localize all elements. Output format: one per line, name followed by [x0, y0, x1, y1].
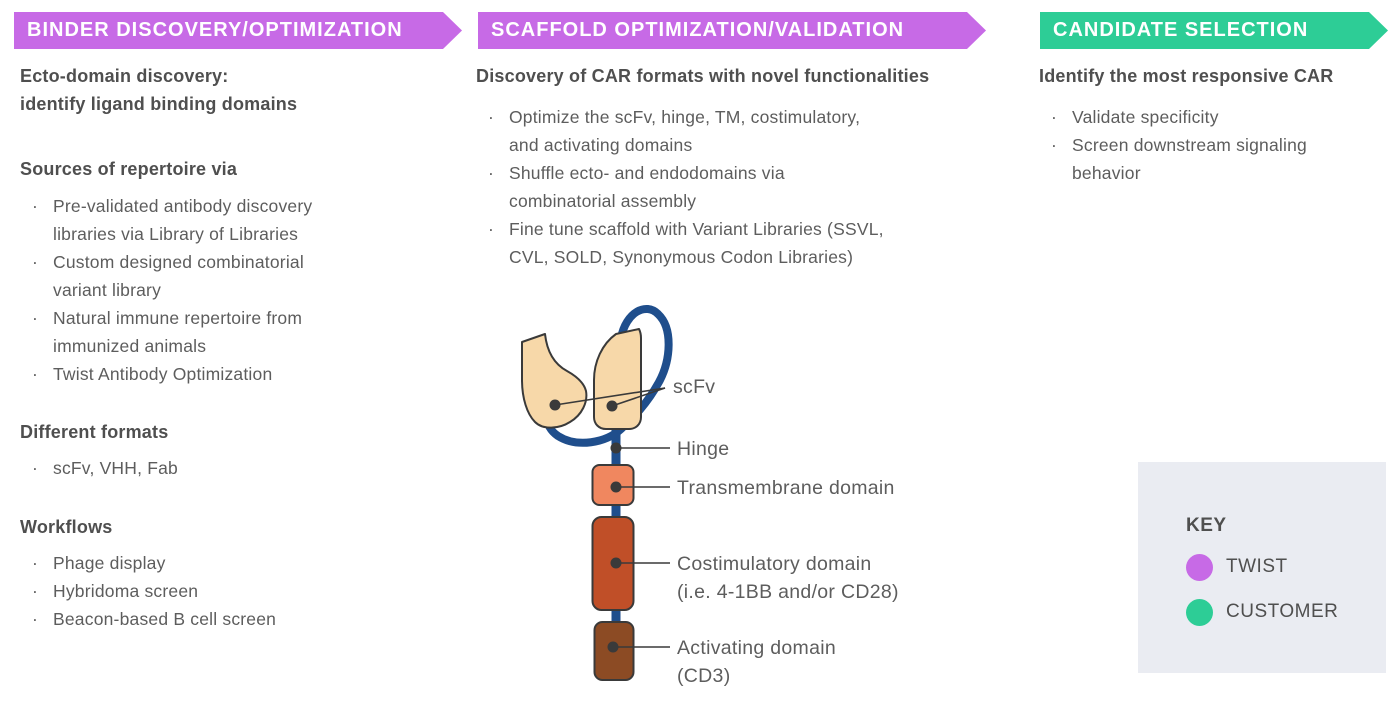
- bullet-text: Fine tune scaffold with Variant Librarie…: [509, 219, 884, 267]
- column-candidate-selection: Identify the most responsive CAR · Valida…: [1039, 62, 1389, 187]
- scfv-right-domain: [593, 328, 642, 430]
- legend-row-twist: TWIST: [1186, 553, 1386, 581]
- list-item: · Twist Antibody Optimization: [32, 360, 390, 388]
- bullet-icon: ·: [32, 364, 39, 384]
- list-item: · Shuffle ecto- and endodomains via combi…: [488, 159, 986, 215]
- legend-label: TWIST: [1226, 556, 1288, 577]
- transmembrane-label: Transmembrane domain: [677, 477, 895, 499]
- list-item: · Natural immune repertoire from immunize…: [32, 304, 390, 360]
- ecto-domain-heading: Ecto-domain discovery: identify ligand b…: [20, 66, 298, 114]
- bullet-icon: ·: [488, 219, 495, 239]
- bullet-text: Shuffle ecto- and endodomains via combin…: [509, 163, 785, 211]
- list-item: · Fine tune scaffold with Variant Librari…: [488, 215, 986, 271]
- bullet-icon: ·: [1051, 135, 1058, 155]
- scfv-left-domain: [521, 333, 588, 429]
- car-formats-heading: Discovery of CAR formats with novel func…: [476, 66, 930, 86]
- bullet-icon: ·: [1051, 107, 1058, 127]
- column-binder-discovery: Ecto-domain discovery: identify ligand b…: [20, 62, 390, 633]
- car-structure-diagram: scFv Hinge Transmembrane domain Costimul…: [521, 305, 899, 687]
- bullet-text: Natural immune repertoire from immunized…: [53, 308, 303, 356]
- list-item: · scFv, VHH, Fab: [32, 454, 390, 482]
- car-formats-bullet-list: · Optimize the scFv, hinge, TM, costimula…: [476, 103, 986, 271]
- sources-heading: Sources of repertoire via: [20, 159, 238, 179]
- bullet-icon: ·: [488, 163, 495, 183]
- transmembrane-anchor-dot: [610, 481, 622, 493]
- bullet-text: Optimize the scFv, hinge, TM, costimulat…: [509, 107, 861, 155]
- list-item: · Phage display: [32, 549, 390, 577]
- phase-banner-scaffold-optimization: SCAFFOLD OPTIMIZATION/VALIDATION: [478, 12, 986, 49]
- workflows-bullet-list: · Phage display · Hybridoma screen · Beacon…: [20, 549, 390, 633]
- bullet-text: Phage display: [53, 553, 166, 573]
- hinge-anchor-dot: [610, 442, 622, 454]
- phase-banner-binder-discovery: BINDER DISCOVERY/OPTIMIZATION: [14, 12, 462, 49]
- bullet-icon: ·: [32, 609, 39, 629]
- scfv-linker-loop: [543, 305, 673, 447]
- workflows-heading: Workflows: [20, 517, 113, 537]
- list-item: · Optimize the scFv, hinge, TM, costimula…: [488, 103, 986, 159]
- legend-label: CUSTOMER: [1226, 601, 1339, 622]
- bullet-text: scFv, VHH, Fab: [53, 458, 178, 478]
- candidate-bullet-list: · Validate specificity · Screen downstream…: [1039, 103, 1389, 187]
- list-item: · Pre-validated antibody discovery librar…: [32, 192, 390, 248]
- bullet-text: Twist Antibody Optimization: [53, 364, 273, 384]
- scfv-anchor-dot: [606, 400, 618, 412]
- formats-heading: Different formats: [20, 422, 169, 442]
- list-item: · Hybridoma screen: [32, 577, 390, 605]
- bullet-icon: ·: [32, 458, 39, 478]
- bullet-text: Screen downstream signaling behavior: [1072, 135, 1307, 183]
- costimulatory-label-line1: Costimulatory domain: [677, 553, 872, 575]
- formats-bullet-list: · scFv, VHH, Fab: [20, 454, 390, 482]
- bullet-text: Pre-validated antibody discovery librari…: [53, 196, 313, 244]
- bullet-text: Beacon-based B cell screen: [53, 609, 277, 629]
- activating-anchor-dot: [607, 641, 619, 653]
- phase-banner-candidate-selection: CANDIDATE SELECTION: [1040, 12, 1388, 49]
- responsive-car-heading: Identify the most responsive CAR: [1039, 66, 1334, 86]
- scfv-pointer-line: [611, 387, 666, 407]
- bullet-icon: ·: [32, 308, 39, 328]
- list-item: · Beacon-based B cell screen: [32, 605, 390, 633]
- bullet-text: Custom designed combinatorial variant li…: [53, 252, 304, 300]
- bullet-icon: ·: [32, 252, 39, 272]
- activating-label-line2: (CD3): [677, 665, 731, 687]
- customer-color-dot-icon: [1186, 598, 1213, 626]
- bullet-icon: ·: [488, 107, 495, 127]
- scfv-anchor-dot: [549, 399, 561, 411]
- legend-box: KEY TWIST CUSTOMER: [1138, 462, 1386, 673]
- bullet-text: Hybridoma screen: [53, 581, 199, 601]
- column-scaffold-optimization: Discovery of CAR formats with novel func…: [476, 62, 986, 271]
- hinge-label: Hinge: [677, 438, 729, 460]
- activating-label-line1: Activating domain: [677, 637, 836, 659]
- bullet-text: Validate specificity: [1072, 107, 1219, 127]
- bullet-icon: ·: [32, 581, 39, 601]
- bullet-icon: ·: [32, 553, 39, 573]
- list-item: · Custom designed combinatorial variant l…: [32, 248, 390, 304]
- costimulatory-label-line2: (i.e. 4-1BB and/or CD28): [677, 581, 899, 603]
- costimulatory-anchor-dot: [610, 557, 622, 569]
- list-item: · Validate specificity: [1051, 103, 1389, 131]
- sources-bullet-list: · Pre-validated antibody discovery librar…: [20, 192, 390, 388]
- twist-color-dot-icon: [1186, 553, 1213, 581]
- scfv-label: scFv: [673, 376, 715, 398]
- legend-title: KEY: [1186, 515, 1227, 536]
- legend-row-customer: CUSTOMER: [1186, 598, 1386, 626]
- bullet-icon: ·: [32, 196, 39, 216]
- scfv-pointer-line: [554, 387, 666, 406]
- list-item: · Screen downstream signaling behavior: [1051, 131, 1389, 187]
